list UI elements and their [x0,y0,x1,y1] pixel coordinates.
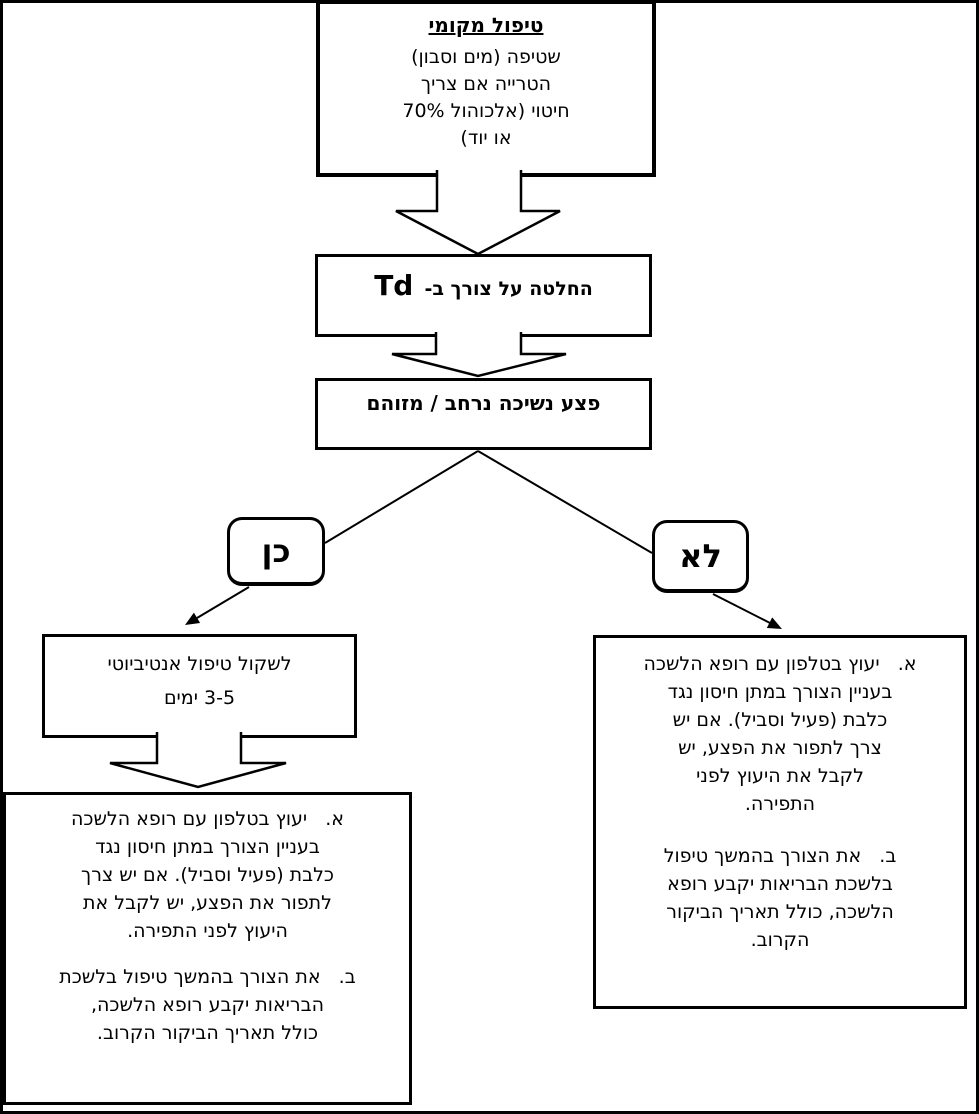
local-treatment-title: טיפול מקומי [428,13,544,37]
right-outcome-item-b: ב. את הצורך בהמשך טיפול בלשכת הבריאות יק… [663,845,897,951]
td-label: Td [374,269,414,302]
td-decision-text: החלטה על צורך ב- [424,278,593,300]
right-outcome-box: א. יעוץ בטלפון עם רופא הלשכה בעניין הצור… [593,635,967,1009]
no-node: לא [652,520,749,593]
bite-wound-text: פצע נשיכה נרחב / מזוהם [366,391,601,415]
antibiotics-box: לשקול טיפול אנטיביוטי 3-5 ימים [42,634,357,738]
local-treatment-body: שטיפה (מים וסבון) הטרייה אם צריך חיטוי (… [402,46,570,149]
yes-node: כן [227,517,325,586]
left-outcome-item-b: ב. את הצורך בהמשך טיפול בלשכת הבריאות יק… [59,966,356,1044]
yes-label: כן [261,532,291,570]
left-outcome-item-a: א. יעוץ בטלפון עם רופא הלשכה בעניין הצור… [70,808,344,942]
bite-wound-box: פצע נשיכה נרחב / מזוהם [315,378,652,450]
local-treatment-box: טיפול מקומי שטיפה (מים וסבון) הטרייה אם … [316,0,656,177]
left-outcome-box: א. יעוץ בטלפון עם רופא הלשכה בעניין הצור… [3,792,412,1105]
right-outcome-item-a: א. יעוץ בטלפון עם רופא הלשכה בעניין הצור… [643,653,917,815]
td-decision-box: החלטה על צורך ב- Td [315,254,652,337]
no-label: לא [679,537,722,575]
